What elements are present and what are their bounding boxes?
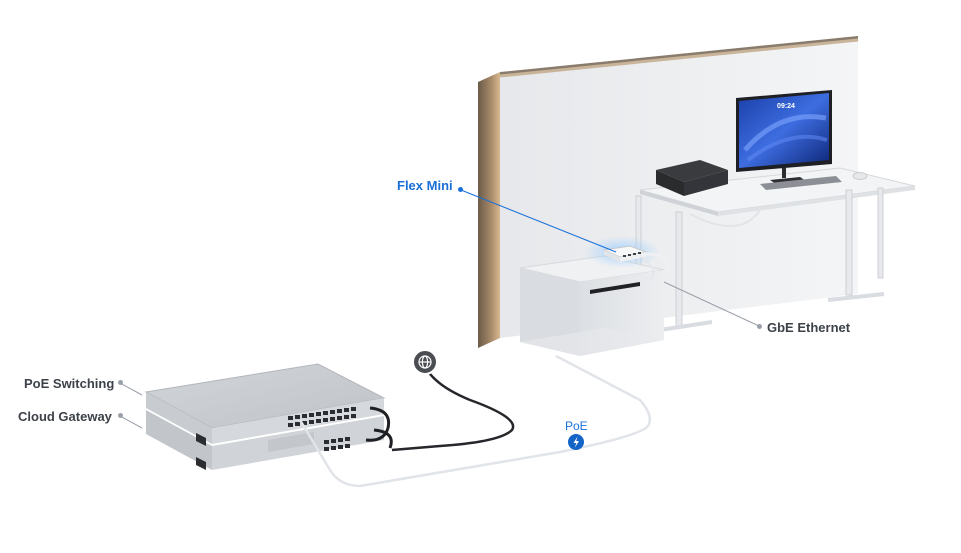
poe-cable	[298, 354, 651, 488]
gbe-ethernet-label: GbE Ethernet	[767, 320, 851, 335]
poe-switching-dot	[118, 380, 123, 385]
printer	[656, 160, 728, 196]
lightning-bolt-icon	[573, 436, 579, 448]
flex-mini-leader	[460, 189, 617, 253]
poe-switching-leader	[119, 382, 143, 396]
internet-cable	[391, 367, 515, 452]
globe-icon	[418, 355, 432, 369]
poe-label: PoE	[565, 419, 588, 433]
rack-stack	[144, 363, 393, 470]
desk	[635, 167, 916, 332]
gbe-ethernet-leader	[663, 281, 760, 327]
monitor-clock: 09:24	[777, 103, 795, 110]
cloud-gateway-dot	[118, 413, 123, 418]
monitor: 09:24	[736, 90, 868, 190]
poe-badge	[568, 434, 584, 450]
flex-mini-device	[584, 236, 670, 281]
flex-mini-label: Flex Mini	[397, 178, 453, 193]
cloud-gateway-leader	[119, 415, 143, 429]
gbe-ethernet-dot	[757, 324, 762, 329]
flex-mini-dot	[458, 187, 463, 192]
internet-badge	[412, 349, 438, 375]
cloud-gateway-label: Cloud Gateway	[18, 409, 112, 424]
cabinet	[519, 255, 665, 356]
poe-switching-label: PoE Switching	[24, 376, 115, 391]
